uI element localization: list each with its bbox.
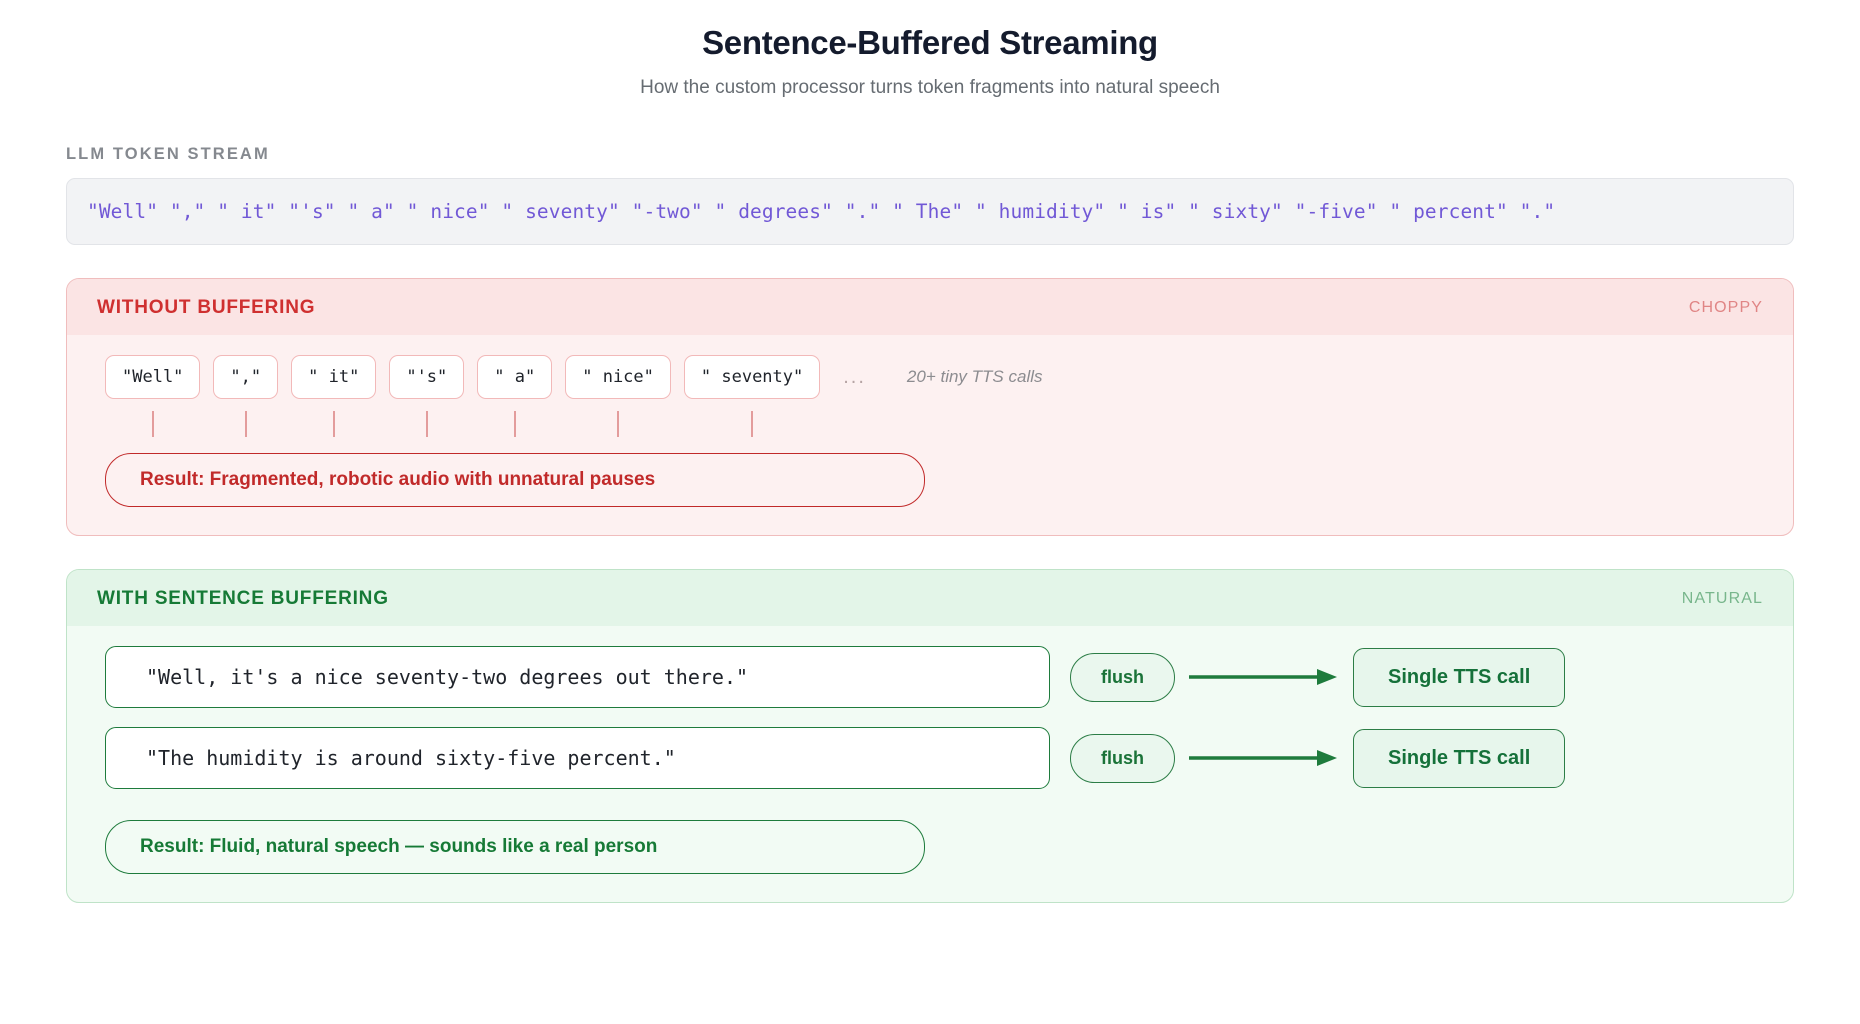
sentence-row: "The humidity is around sixty-five perce… [105, 727, 1755, 789]
flush-pill: flush [1070, 652, 1175, 702]
without-buffering-title: WITHOUT BUFFERING [97, 297, 316, 318]
tts-call-tick [244, 411, 247, 437]
tts-call-tick [617, 411, 620, 437]
flush-pill: flush [1070, 733, 1175, 783]
with-buffering-panel: WITH SENTENCE BUFFERING NATURAL "Well, i… [66, 569, 1794, 903]
buffered-sentence-box: "The humidity is around sixty-five perce… [105, 727, 1050, 789]
with-buffering-header: WITH SENTENCE BUFFERING NATURAL [67, 570, 1793, 626]
token-chip: " a" [477, 355, 553, 399]
token-chip: " seventy" [683, 355, 821, 399]
token-chip-row: "Well" "," " it" "'s" " a" " nice" " seventy".… [105, 355, 1755, 399]
buffered-sentence-box: "Well, it's a nice seventy-two degrees o… [105, 646, 1050, 708]
token-chip: "," [213, 355, 279, 399]
tts-call-tick [751, 411, 754, 437]
tts-call-count-note: 20+ tiny TTS calls [906, 367, 1043, 386]
tts-call-tick [332, 411, 335, 437]
page-title: Sentence-Buffered Streaming [702, 24, 1158, 61]
tts-call-tick [151, 411, 154, 437]
token-stream-label: LLM TOKEN STREAM [66, 145, 270, 163]
without-buffering-header: WITHOUT BUFFERING CHOPPY [67, 279, 1793, 335]
single-tts-call-box: Single TTS call [1353, 647, 1566, 707]
without-buffering-panel: WITHOUT BUFFERING CHOPPY "Well"","" it""… [66, 278, 1794, 536]
token-chip: "'s" [389, 355, 465, 399]
flow-arrow-icon [1189, 748, 1339, 768]
tts-call-tick [513, 411, 516, 437]
with-buffering-result: Result: Fluid, natural speech — sounds l… [105, 820, 925, 874]
token-chip: " nice" [565, 355, 671, 399]
token-chip-ellipsis: ... [843, 365, 866, 388]
with-buffering-title: WITH SENTENCE BUFFERING [97, 588, 389, 609]
sentence-row: "Well, it's a nice seventy-two degrees o… [105, 646, 1755, 708]
without-buffering-body: "Well" "," " it" "'s" " a" " nice" " seventy".… [67, 335, 1793, 535]
single-tts-call-box: Single TTS call [1353, 728, 1566, 788]
flow-arrow-icon [1189, 667, 1339, 687]
choppy-badge: CHOPPY [1688, 299, 1763, 316]
tts-call-tick-row [105, 409, 1755, 441]
without-buffering-result: Result: Fragmented, robotic audio with u… [105, 453, 925, 507]
token-chip: "Well" [105, 355, 201, 399]
sentence-rows: "Well, it's a nice seventy-two degrees o… [105, 646, 1755, 789]
token-stream-text: "Well" "," " it" "'s" " a" " nice" " sev… [87, 200, 1556, 223]
with-buffering-body: "Well, it's a nice seventy-two degrees o… [67, 626, 1793, 902]
page-subtitle: How the custom processor turns token fra… [640, 77, 1220, 98]
tts-call-tick [425, 411, 428, 437]
token-chip: " it" [291, 355, 377, 399]
token-stream-panel: "Well" "," " it" "'s" " a" " nice" " sev… [66, 178, 1794, 245]
natural-badge: NATURAL [1681, 590, 1763, 607]
